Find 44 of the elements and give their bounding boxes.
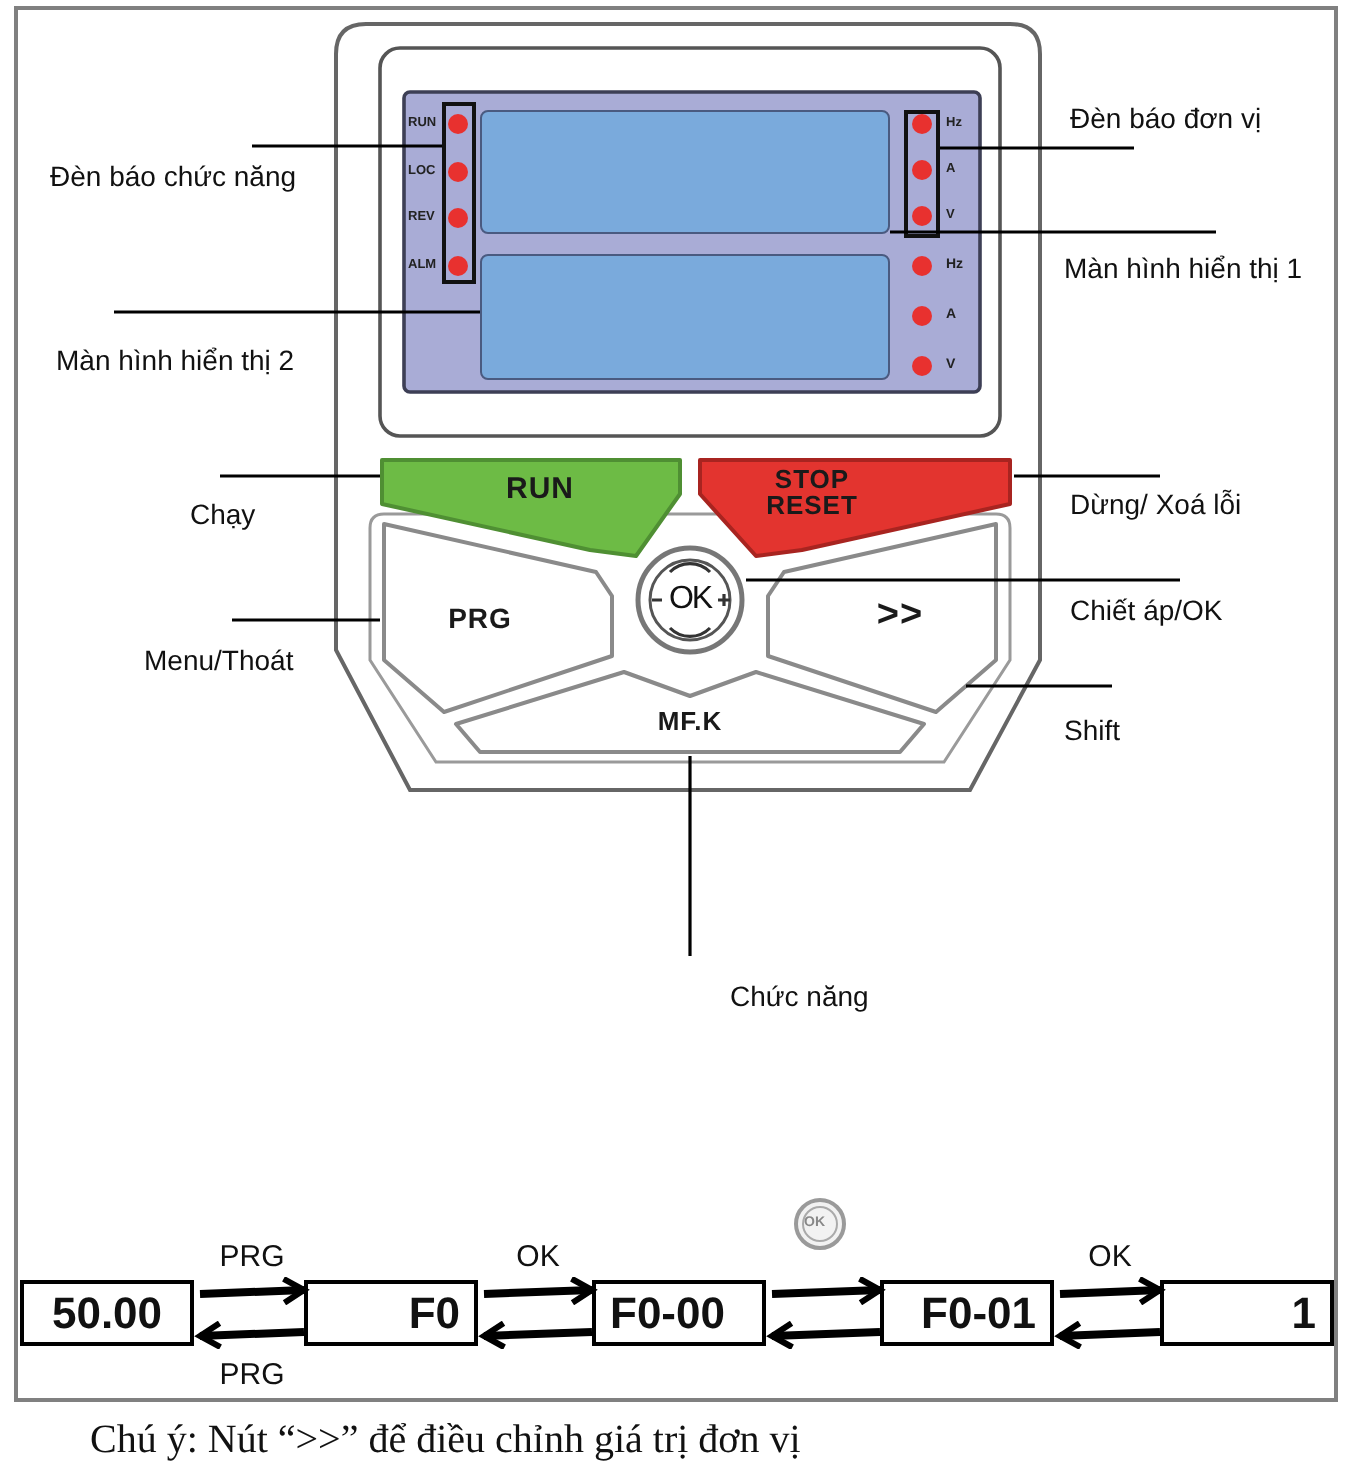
indicator-bracket <box>442 102 476 284</box>
callout-label: Menu/Thoát <box>144 644 294 678</box>
arrow <box>769 1320 881 1351</box>
leader-line <box>688 756 692 956</box>
callout-label: Đèn báo chức năng <box>50 160 297 194</box>
display-screen <box>480 254 890 380</box>
shift-key: >> <box>764 520 1000 716</box>
caption: Chú ý: Nút “>>” để điều chỉnh giá trị đơn vị <box>90 1418 801 1464</box>
stop-reset-button: STOP RESET <box>698 458 1014 558</box>
function-key: MF.K <box>452 664 928 756</box>
callout-label: Đèn báo đơn vị <box>1070 102 1262 136</box>
arrow <box>197 1320 305 1351</box>
callout-label: Shift <box>1064 714 1121 748</box>
leader-line <box>232 618 380 622</box>
leader-line <box>252 144 442 148</box>
arrow <box>1057 1320 1161 1351</box>
arrow <box>481 1320 593 1351</box>
leader-line <box>220 474 380 478</box>
leader-line <box>746 578 1180 582</box>
value-display: F0-01 <box>880 1280 1054 1346</box>
leader-line <box>940 146 1134 150</box>
callout-label: Màn hình hiển thị 2 <box>56 344 295 378</box>
display-screen <box>480 110 890 234</box>
callout-label: Chạy <box>190 498 256 532</box>
leader-line <box>1014 474 1160 478</box>
value-display: 1 <box>1160 1280 1334 1346</box>
leader-line <box>114 310 480 314</box>
arrow <box>1059 1275 1163 1306</box>
run-button: RUN <box>380 458 684 558</box>
arrow <box>483 1275 595 1306</box>
callout-label: Dừng/ Xoá lỗi <box>1070 488 1242 522</box>
arrow <box>199 1275 307 1306</box>
callout-label: Chức năng <box>730 980 869 1014</box>
program-key: PRG <box>380 520 616 716</box>
value-display: 50.00 <box>20 1280 194 1346</box>
value-display: F0 <box>304 1280 478 1346</box>
value-display: F0-00 <box>592 1280 766 1346</box>
leader-line <box>890 230 1216 234</box>
knob-control: OK <box>634 544 746 656</box>
indicator-bracket <box>904 110 940 238</box>
callout-label: Chiết áp/OK <box>1070 594 1223 628</box>
arrow <box>771 1275 883 1306</box>
leader-line <box>966 684 1112 688</box>
callout-label: Màn hình hiển thị 1 <box>1064 252 1303 286</box>
